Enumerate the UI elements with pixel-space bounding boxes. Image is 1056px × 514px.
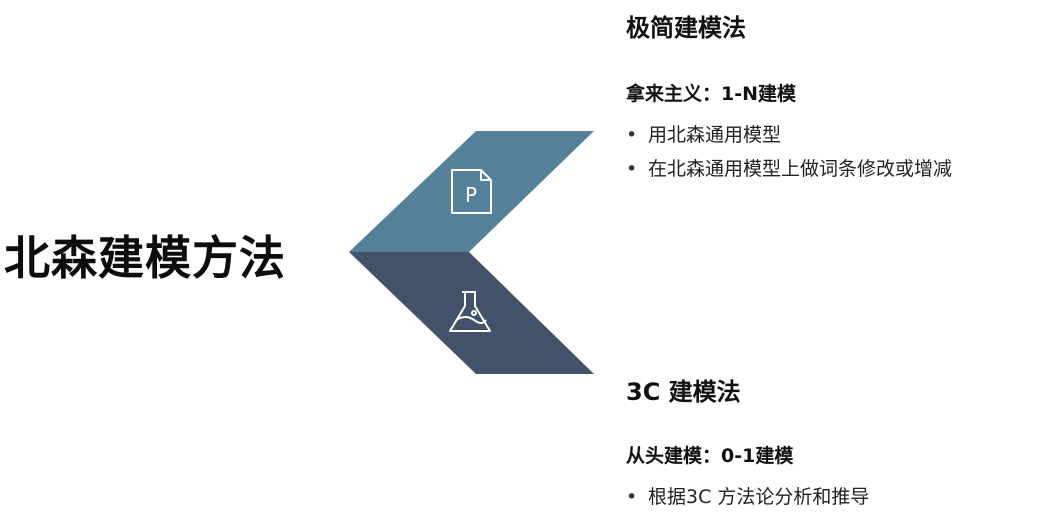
method-subheading: 拿来主义：1-N建模 (626, 83, 797, 105)
bullet-text: 在北森通用模型上做词条修改或增减 (648, 158, 953, 180)
bullet-item: • 用北森通用模型 (626, 118, 952, 152)
bullet-glyph: • (626, 124, 638, 146)
bullet-text: 根据3C 方法论分析和推导 (648, 486, 870, 508)
method-block-3c: 3C 建模法 从头建模：0-1建模 • 根据3C 方法论分析和推导 (626, 372, 869, 514)
bullet-text: 用北森通用模型 (648, 124, 782, 146)
document-p-icon: P (451, 169, 492, 214)
top-chevron (349, 131, 594, 252)
method-heading: 3C 建模法 (626, 378, 741, 406)
document-p-letter: P (465, 183, 477, 207)
bullet-list: • 根据3C 方法论分析和推导 (626, 480, 869, 514)
flask-icon (449, 291, 491, 332)
method-block-minimal: 极简建模法 拿来主义：1-N建模 • 用北森通用模型 • 在北森通用模型上做词条修改… (626, 8, 952, 186)
method-heading: 极简建模法 (626, 14, 746, 42)
bullet-glyph: • (626, 158, 638, 180)
bullet-item: • 根据3C 方法论分析和推导 (626, 480, 869, 514)
method-subheading: 从头建模：0-1建模 (626, 445, 794, 467)
bullet-glyph: • (626, 486, 638, 508)
bullet-item: • 在北森通用模型上做词条修改或增减 (626, 152, 952, 186)
bullet-list: • 用北森通用模型 • 在北森通用模型上做词条修改或增减 (626, 118, 952, 186)
main-title: 北森建模方法 (4, 231, 286, 285)
